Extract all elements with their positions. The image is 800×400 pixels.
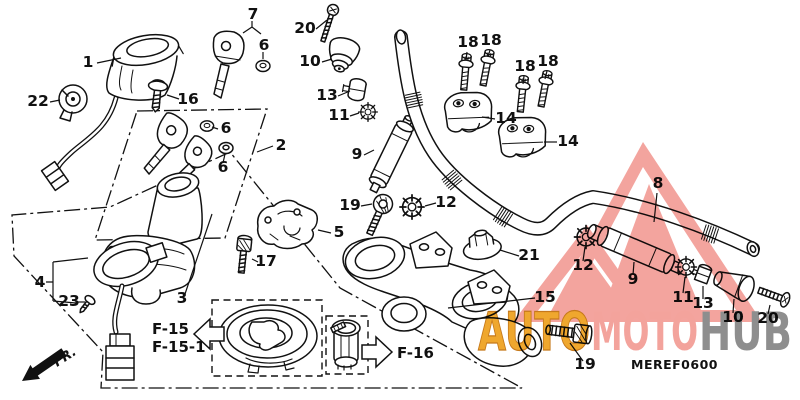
part-17-bolt [236,234,253,274]
callout-19-top: 19 [339,196,361,214]
fr-arrow-icon [22,348,67,381]
callout-16: 16 [177,90,199,108]
watermark: AUTO MOTO HUB [477,142,792,364]
watermark-brand-hub: HUB [699,302,792,363]
part-11-nut-top [357,101,379,123]
callout-19-bottom: 19 [574,355,596,373]
f15-1-label: F-15-1 [152,338,206,356]
boundary-lock-group [11,151,523,389]
part-18-bolt-d [533,68,556,109]
part-9-damper-top [368,114,414,194]
f15-fuel-cap [218,304,318,374]
callout-6-box-b: 6 [218,158,229,176]
callout-22: 22 [27,92,49,110]
part-22-clamp [58,84,88,122]
part-12-washer-top [399,194,425,220]
part-20-bolt-bottom [757,286,791,308]
section-references: F-15 F-15-1 F-16 [152,317,434,369]
part-4-immobilizer-ring [93,240,168,381]
part-18-bolt-b [475,47,498,88]
callout-14-a: 14 [495,109,517,127]
assembly-boundaries [11,108,523,389]
part-18-bolt-a [456,52,475,92]
callout-5: 5 [334,223,345,241]
callout-4: 4 [35,273,46,291]
f16-arrow-icon [361,335,394,369]
watermark-brand-moto: MOTO [591,302,698,363]
callout-20-bottom: 20 [757,309,779,327]
front-direction-indicator: FR. [22,345,79,381]
callout-18-a: 18 [457,33,479,51]
fr-label: FR. [51,345,79,371]
part-5-bracket [256,199,318,250]
callout-18-b: 18 [480,31,502,49]
boundary-keyset-box [94,108,268,241]
watermark-triangle-small [513,225,655,322]
part-16-screw [147,79,169,113]
part-23-screw [79,294,96,314]
part-19-bolt-bottom [545,323,593,345]
callout-10-top: 10 [299,52,321,70]
watermark-brand: AUTO MOTO HUB [477,301,792,363]
callout-23: 23 [58,292,80,310]
diagram-code: MEREF0600 [631,357,718,372]
callout-6-box-a: 6 [221,119,232,137]
callout-9-top: 9 [352,145,363,163]
part-6-nut-top [255,59,271,73]
part-7-key [212,30,245,99]
part-2-key-set [143,112,234,195]
part-1-ignition-switch [40,33,184,192]
callout-12-top: 12 [435,193,457,211]
callout-3: 3 [177,289,188,307]
callout-18-d: 18 [537,52,559,70]
callout-13-top: 13 [316,86,338,104]
f15-arrow-icon [192,317,225,351]
part-20-bolt-top [320,3,340,43]
part-10-boot-top [328,37,361,73]
part-21-flange-nut [462,229,502,261]
part-18-bolt-c [512,74,532,114]
callout-18-c: 18 [514,57,536,75]
part-19-bolt-top [366,193,394,237]
callout-17: 17 [255,252,277,270]
callout-11-top: 11 [328,106,350,124]
watermark-brand-auto: AUTO [478,302,590,363]
callout-20-top: 20 [294,19,316,37]
callout-6-top: 6 [259,36,270,54]
part-14-clamp-a [442,88,496,136]
f16-lock-cylinder [330,319,361,371]
f15-label: F-15 [152,320,189,338]
callout-2: 2 [276,136,287,154]
part-15-top-bridge [342,231,543,367]
callout-21: 21 [518,246,540,264]
callout-1: 1 [83,53,94,71]
watermark-triangle-small-inner [556,260,630,314]
f16-label: F-16 [397,344,434,362]
callout-14-b: 14 [557,132,579,150]
part-13-holder-top [341,77,367,102]
callout-7: 7 [248,5,259,23]
